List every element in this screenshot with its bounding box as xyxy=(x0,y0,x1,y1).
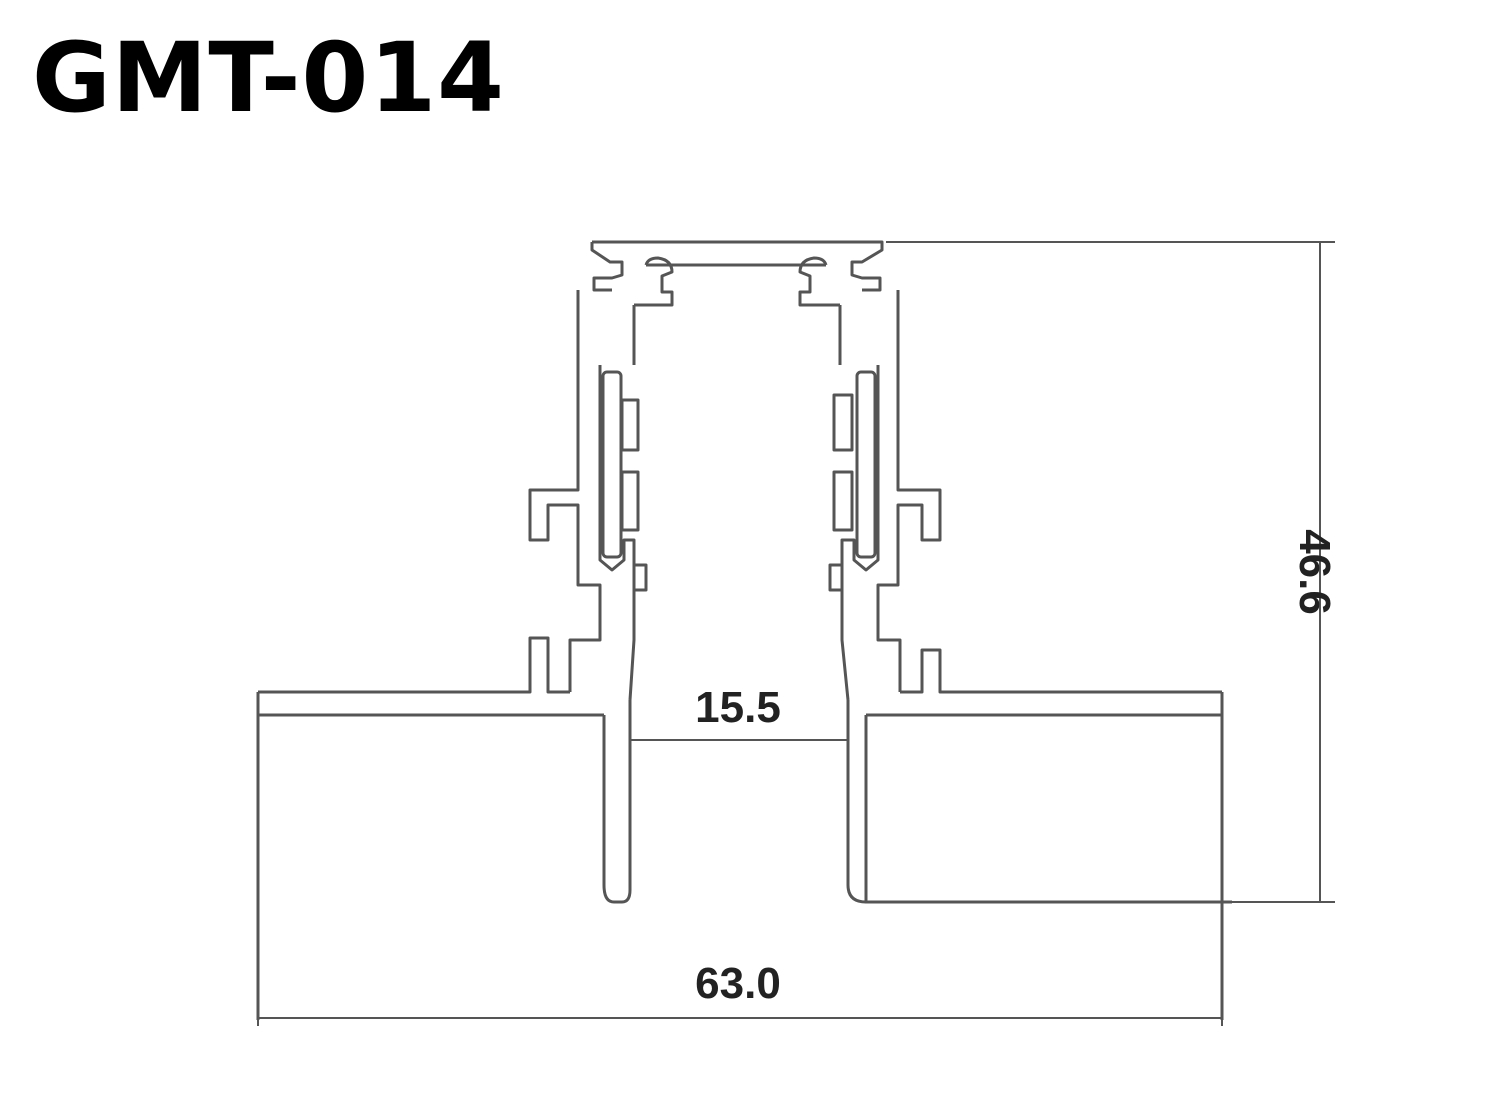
height-dimension-line xyxy=(886,241,1335,903)
right-base-plate xyxy=(846,648,1232,1020)
drawing-title: GMT-014 xyxy=(32,22,505,134)
overall-width-label: 63.0 xyxy=(695,959,781,1008)
left-base-plate xyxy=(256,636,632,1020)
left-wall xyxy=(528,290,648,701)
slot-width-label: 15.5 xyxy=(695,683,781,732)
overall-height-label: 46.6 xyxy=(1290,529,1339,615)
right-wall xyxy=(828,290,942,701)
width-dimension-line xyxy=(257,1000,1223,1026)
top-cap xyxy=(590,240,884,307)
